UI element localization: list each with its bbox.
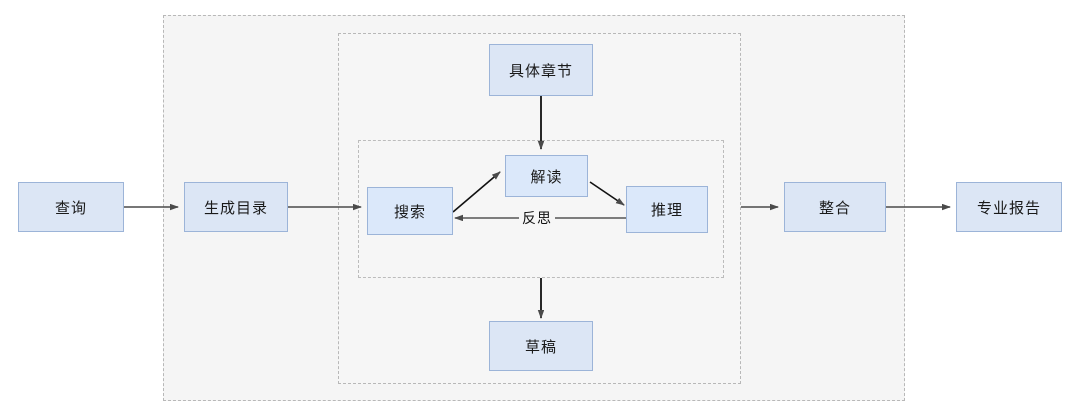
- node-draft[interactable]: 草稿: [489, 321, 593, 371]
- node-specific-chapter[interactable]: 具体章节: [489, 44, 593, 96]
- node-professional-report[interactable]: 专业报告: [956, 182, 1062, 232]
- node-integrate[interactable]: 整合: [784, 182, 886, 232]
- edge-label-reflect: 反思: [519, 208, 555, 228]
- node-generate-toc[interactable]: 生成目录: [184, 182, 288, 232]
- node-search[interactable]: 搜索: [367, 187, 453, 235]
- node-interpret[interactable]: 解读: [505, 155, 588, 197]
- node-query[interactable]: 查询: [18, 182, 124, 232]
- node-reason[interactable]: 推理: [626, 186, 708, 233]
